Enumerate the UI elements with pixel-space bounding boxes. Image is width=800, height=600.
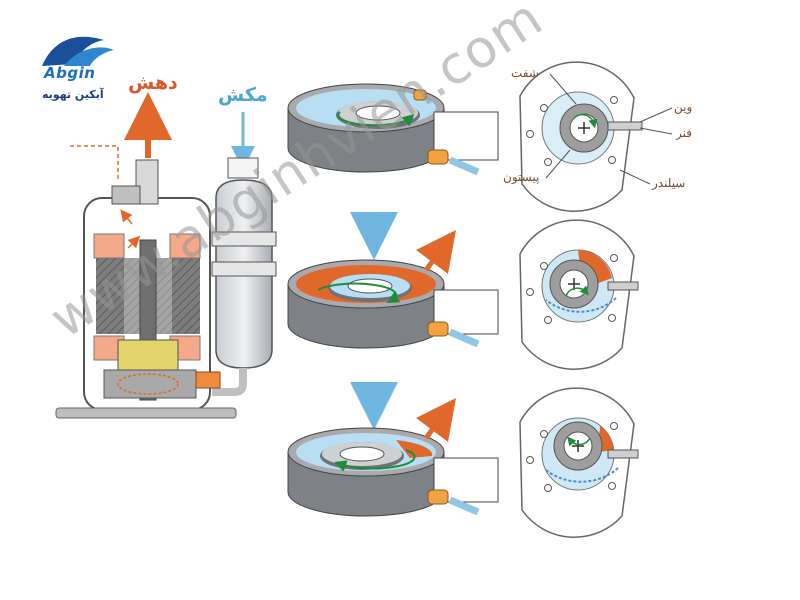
top-view-2 xyxy=(519,219,639,370)
spring-label: فنر xyxy=(676,126,692,140)
vane-label: وین xyxy=(674,100,693,114)
suction-label: مکش xyxy=(218,84,268,106)
top-view-3 xyxy=(519,387,639,538)
top-view-1 xyxy=(519,61,673,212)
cylinder-label: سیلندر xyxy=(652,176,686,190)
piston-label: پیستون xyxy=(503,170,540,184)
logo-wave-icon xyxy=(42,36,114,66)
pump-stage-2 xyxy=(287,230,499,349)
logo-brand: Abgin xyxy=(44,64,96,82)
discharge-label: دهش xyxy=(128,72,178,94)
pump-stage-1 xyxy=(287,83,499,176)
compressor-cross-section xyxy=(55,92,277,419)
shaft-label: شفت xyxy=(511,66,539,80)
logo-subtitle: آبکین تهویه xyxy=(42,88,104,101)
abgin-logo: Abgin آبکین تهویه xyxy=(34,30,134,110)
pump-stage-3 xyxy=(287,398,499,517)
